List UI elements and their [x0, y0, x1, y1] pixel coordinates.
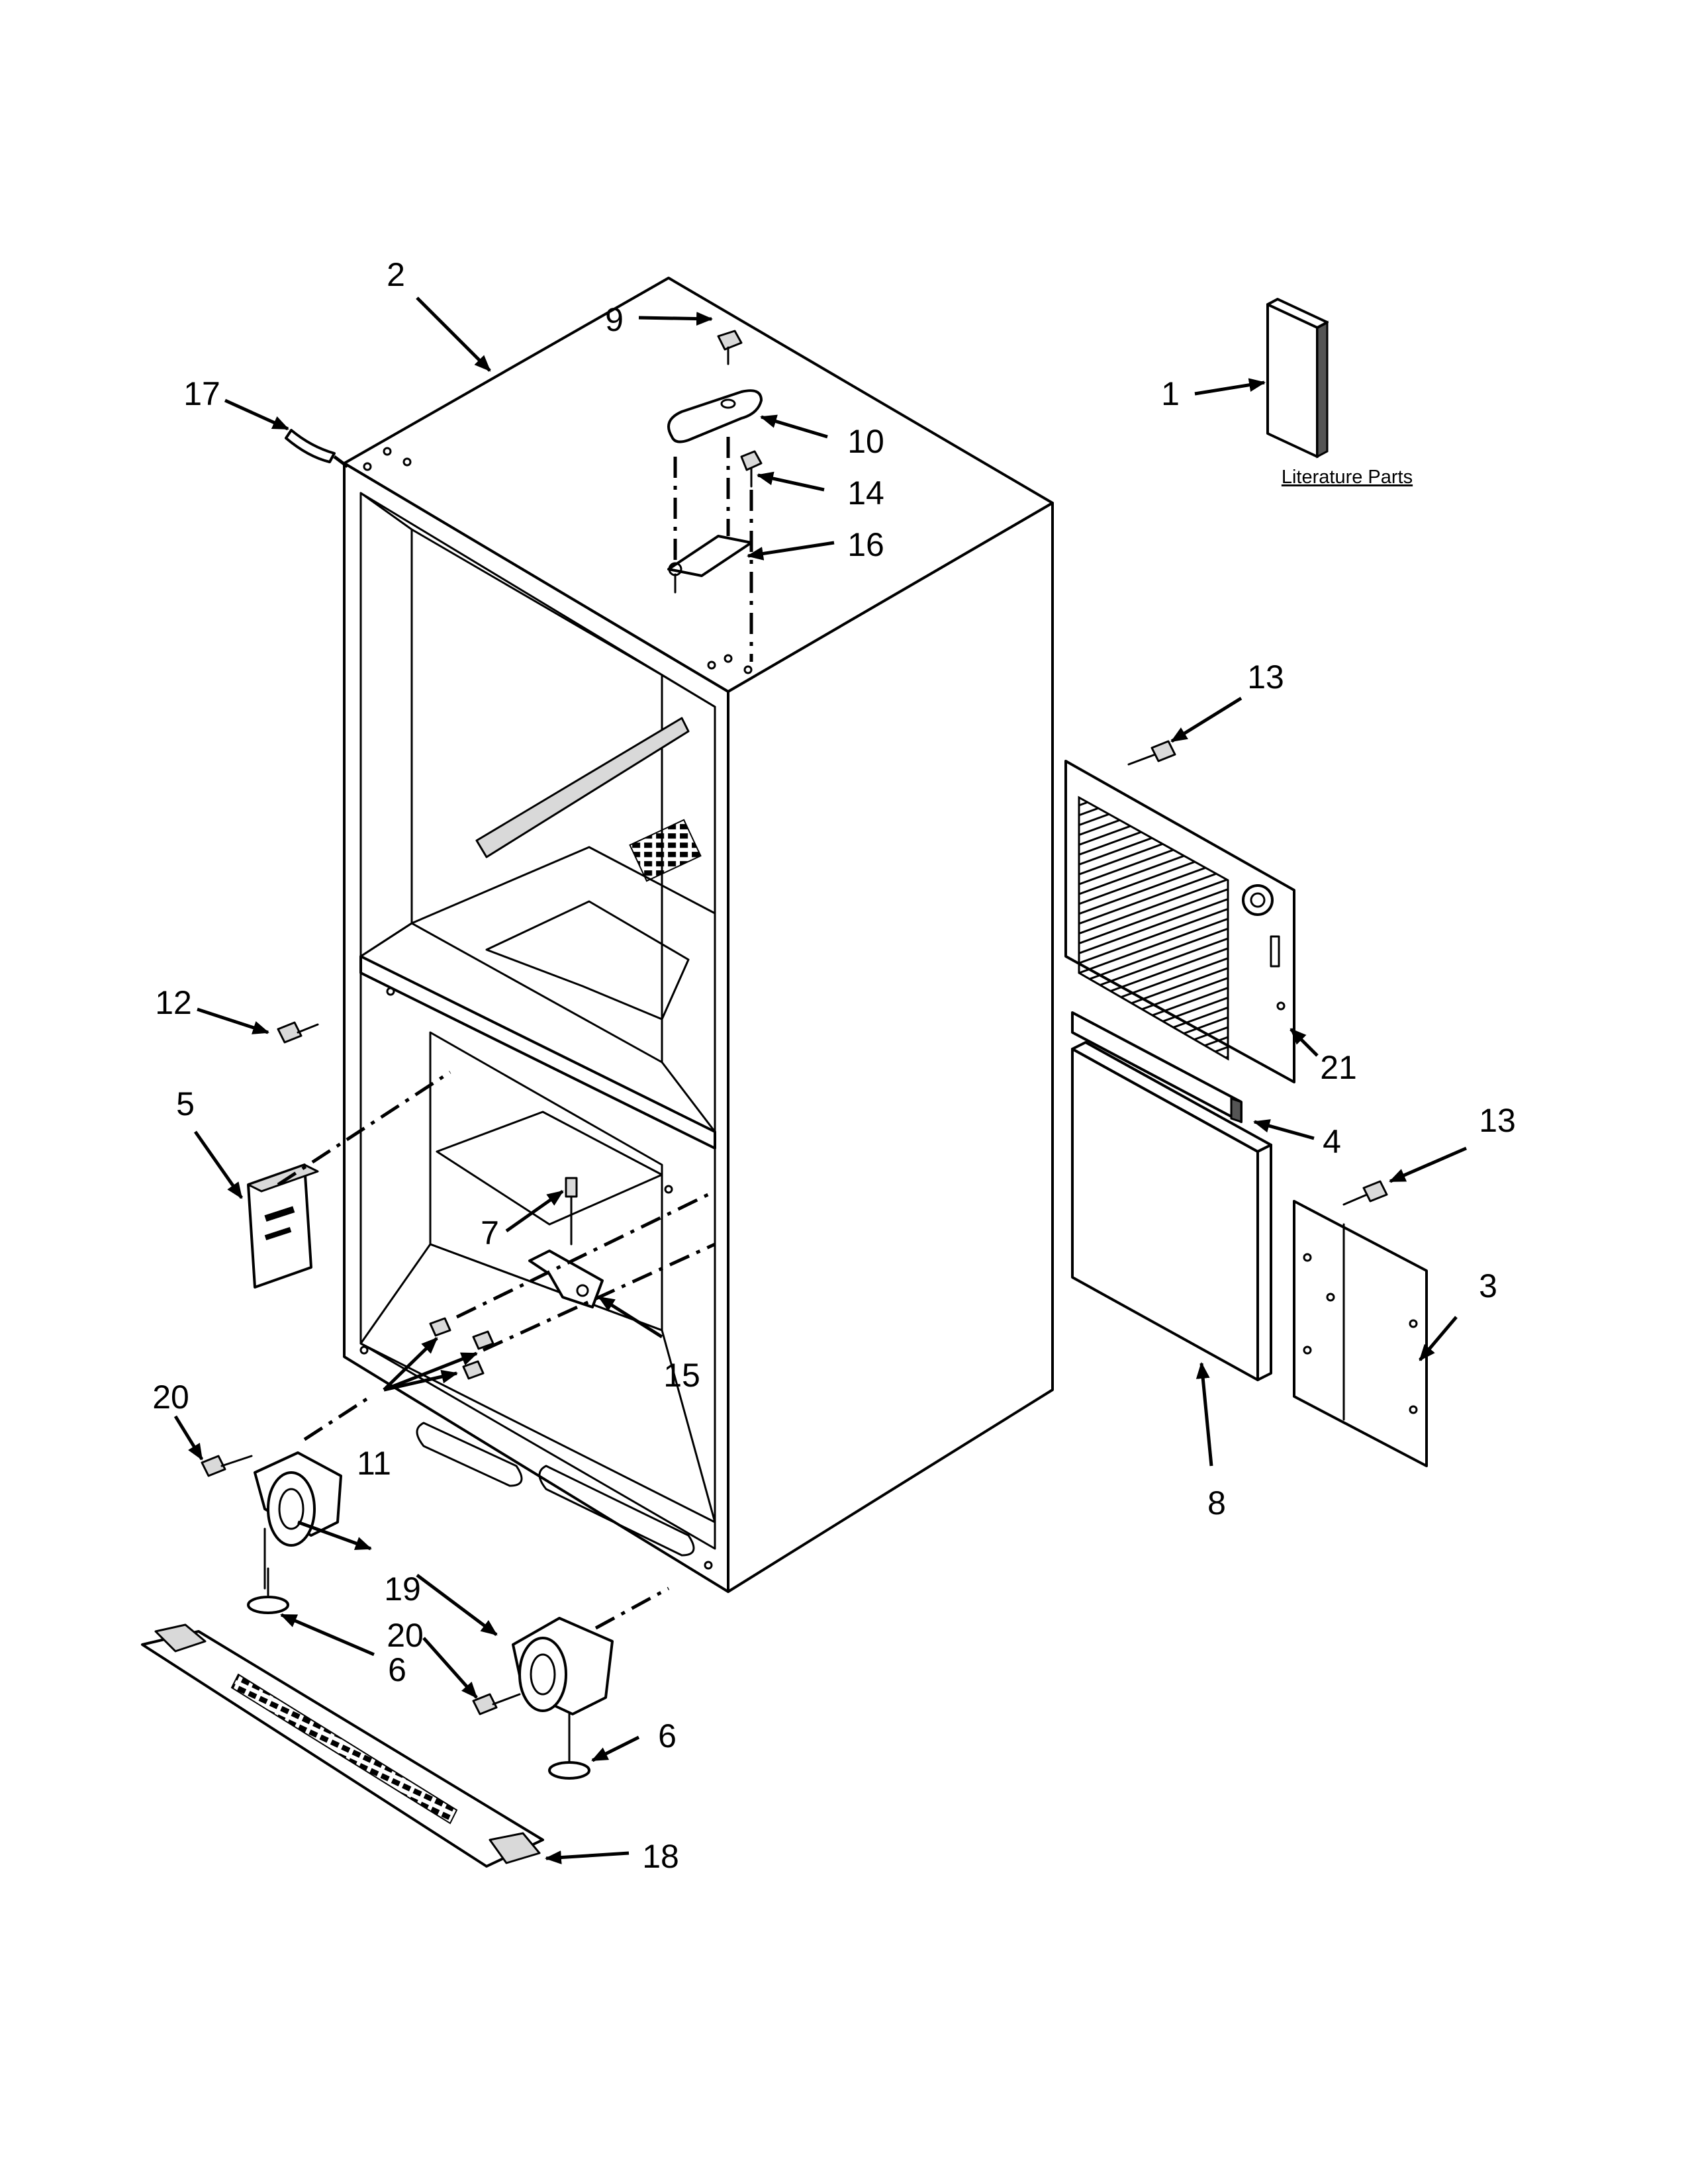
refrigerator-cabinet — [343, 277, 1054, 1593]
callout-18: 18 — [642, 1838, 679, 1875]
literature-parts-label: Literature Parts — [1282, 467, 1413, 488]
right-roller-assembly — [512, 1617, 614, 1715]
callout-16: 16 — [847, 526, 884, 563]
callout-9: 9 — [605, 301, 624, 338]
callout-13-right: 13 — [1479, 1102, 1516, 1139]
rear-panel-screw — [1127, 740, 1176, 766]
rear-cover-panel — [1293, 1200, 1428, 1467]
right-leveling-leg — [548, 1713, 590, 1780]
callout-12: 12 — [155, 984, 192, 1021]
callout-17: 17 — [183, 375, 220, 412]
rear-access-panel — [1064, 760, 1295, 1083]
callout-19: 19 — [384, 1570, 421, 1608]
control-housing — [247, 1163, 319, 1289]
left-roller-screw — [201, 1455, 253, 1477]
callout-7: 7 — [481, 1214, 499, 1251]
callout-4: 4 — [1323, 1123, 1341, 1160]
right-roller-screw — [472, 1693, 521, 1715]
side-screw — [277, 1021, 319, 1044]
callout-11: 11 — [357, 1445, 391, 1482]
hinge-screw — [717, 330, 743, 365]
callout-5: 5 — [176, 1085, 195, 1122]
hinge-screw-2 — [740, 450, 763, 488]
callout-6-right: 6 — [658, 1717, 677, 1754]
callout-3: 3 — [1479, 1267, 1497, 1304]
seal-strip — [1071, 1011, 1243, 1124]
callout-labels: 2 1 3 4 5 6 6 7 8 9 10 11 12 13 13 14 15… — [152, 256, 1516, 1875]
callout-1: 1 — [1161, 375, 1180, 412]
cabinet-screws — [429, 1317, 494, 1380]
lower-hinge-bracket — [528, 1250, 604, 1308]
left-roller-assembly — [254, 1451, 342, 1590]
callout-2: 2 — [387, 256, 405, 293]
callout-20-right: 20 — [387, 1617, 424, 1654]
callout-14: 14 — [847, 475, 884, 512]
literature-booklet — [1266, 298, 1329, 459]
callout-8: 8 — [1207, 1484, 1226, 1522]
insulation-panel — [1071, 1041, 1272, 1381]
callout-10: 10 — [847, 423, 884, 460]
tape-strip — [285, 429, 336, 463]
hinge-cover — [667, 389, 763, 443]
rear-cover-screw — [1342, 1180, 1388, 1206]
left-leveling-leg — [247, 1567, 289, 1614]
toe-grille — [141, 1623, 544, 1868]
callout-21: 21 — [1320, 1049, 1357, 1086]
callout-13-top: 13 — [1247, 659, 1284, 696]
callout-20-left: 20 — [152, 1379, 189, 1416]
callout-6-left: 6 — [388, 1651, 406, 1688]
sensor-plug — [565, 1177, 578, 1246]
leader-arrows — [173, 296, 1467, 1864]
callout-15: 15 — [663, 1357, 700, 1394]
